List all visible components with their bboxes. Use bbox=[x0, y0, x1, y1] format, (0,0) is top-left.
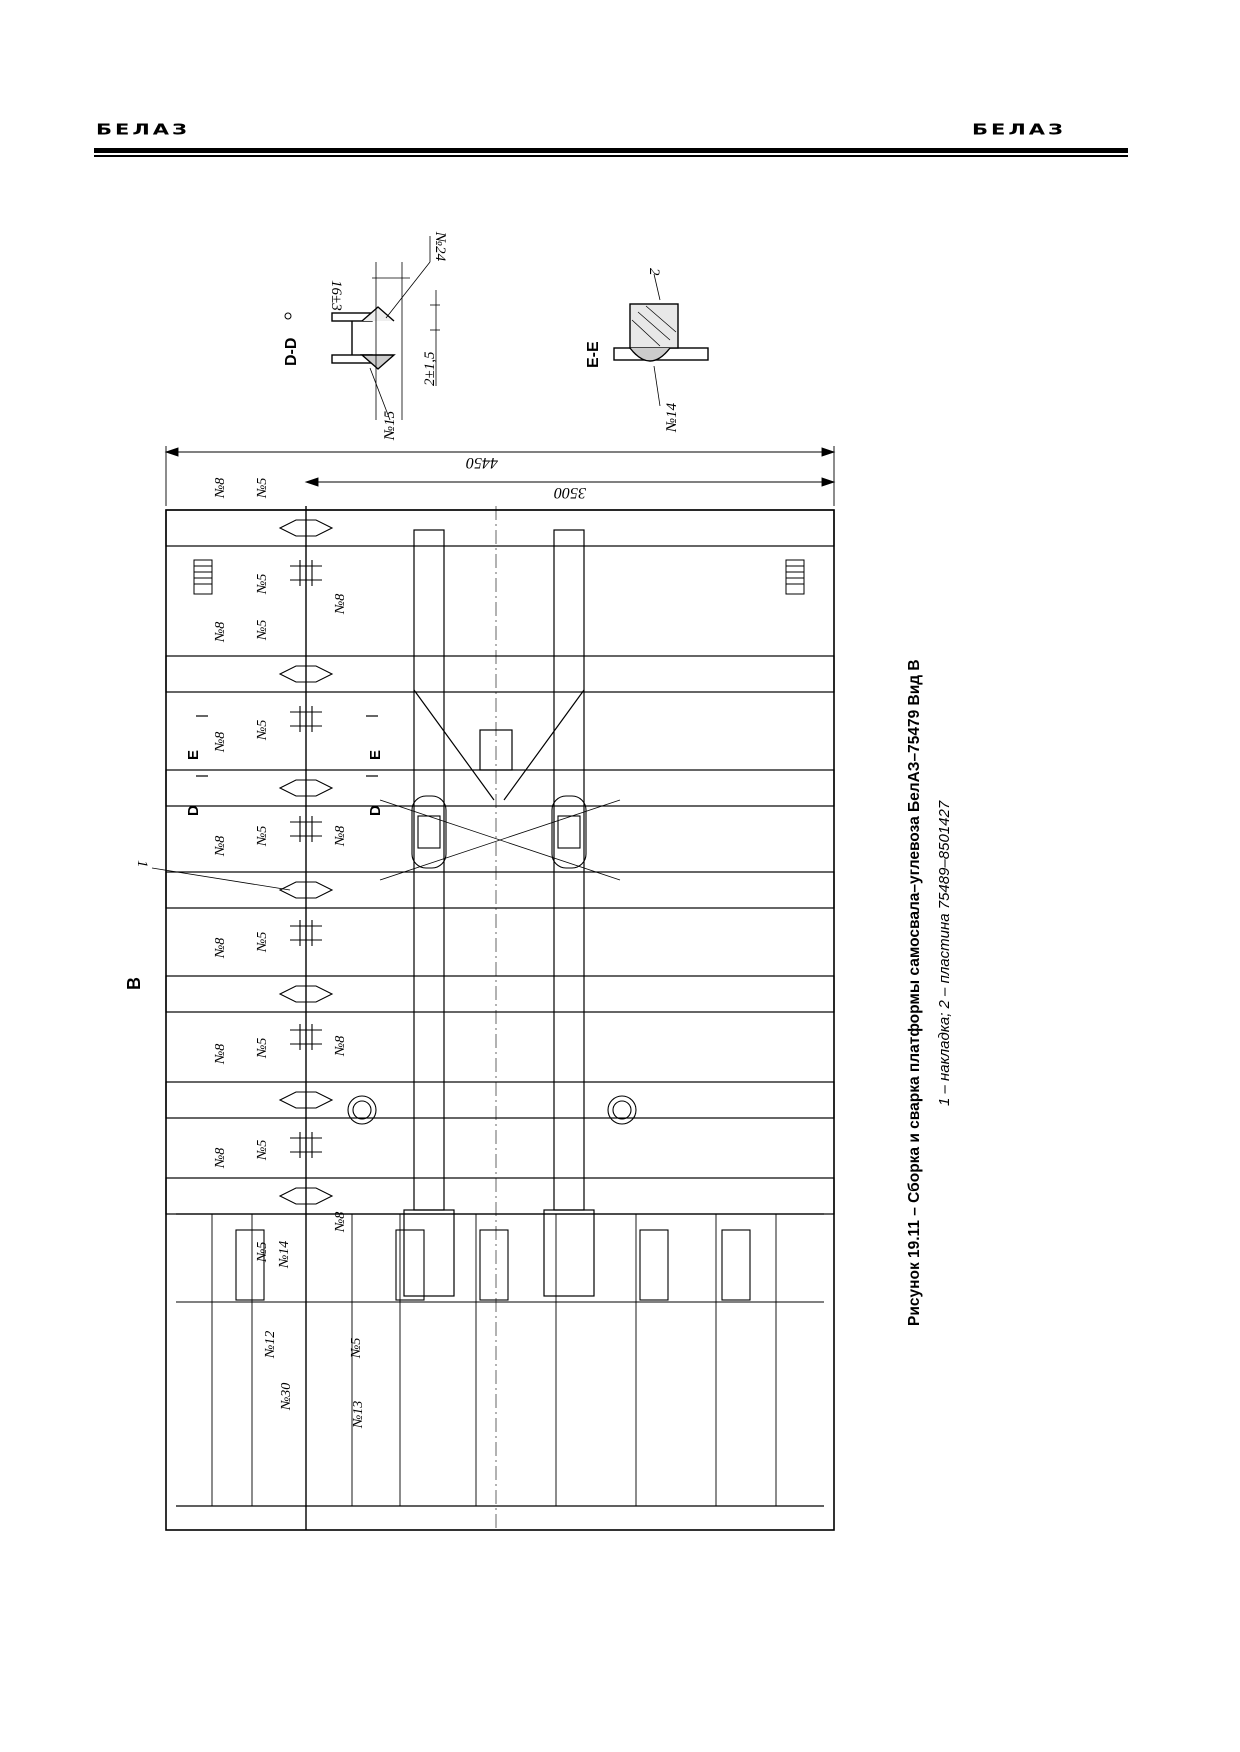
hinge-brackets bbox=[347, 795, 637, 1125]
ee-weld: №14 bbox=[664, 402, 680, 433]
weld-label-n8: №8 bbox=[213, 1044, 228, 1065]
weld-label-n5: №5 bbox=[349, 1338, 364, 1359]
belaz-logo-right: БЕЛАЗ bbox=[972, 121, 1066, 139]
longitudinal-beams bbox=[379, 529, 621, 1297]
weld-label-n14: №14 bbox=[277, 1241, 292, 1269]
belaz-logo-left: БЕЛАЗ bbox=[96, 121, 190, 139]
dd-weld-bottom: №15 bbox=[382, 410, 398, 441]
weld-all-around-icon bbox=[284, 312, 292, 320]
header-rule-thick bbox=[94, 148, 1128, 153]
weld-label-n8: №8 bbox=[333, 1036, 348, 1057]
platform-frame bbox=[165, 506, 835, 1531]
weld-label-n8: №8 bbox=[213, 938, 228, 959]
header-rule-thin bbox=[94, 155, 1128, 157]
weld-label-n5: №5 bbox=[255, 620, 270, 641]
section-dd-title: D-D bbox=[283, 338, 300, 366]
callout-1-leader bbox=[151, 867, 291, 891]
weld-label-n5: №5 bbox=[255, 1038, 270, 1059]
weld-label-n8: №8 bbox=[213, 1148, 228, 1169]
weld-label-n8: №8 bbox=[333, 1212, 348, 1233]
dd-dim-gap: 2±1,5 bbox=[422, 351, 438, 386]
section-mark-d-right: D bbox=[367, 805, 384, 816]
dimensions: 4450 3500 bbox=[164, 446, 836, 506]
weld-label-n8: №8 bbox=[213, 622, 228, 643]
cross-members bbox=[165, 509, 835, 1215]
section-markers: D D E E bbox=[185, 715, 384, 816]
section-mark-e-right: E bbox=[367, 750, 384, 760]
vent-grilles bbox=[193, 559, 805, 595]
rear-blocks bbox=[235, 1229, 751, 1301]
section-ee-title: E-E bbox=[585, 341, 602, 368]
weld-label-n8: №8 bbox=[333, 594, 348, 615]
section-mark-e-left: E bbox=[185, 750, 202, 760]
ee-callout-2: 2 bbox=[646, 268, 662, 276]
dd-weld-top: №24 bbox=[432, 231, 448, 262]
weld-label-n5: №5 bbox=[255, 1140, 270, 1161]
section-ee: E-E 2 №14 bbox=[585, 268, 709, 433]
dim-inner-3500: 3500 bbox=[554, 484, 587, 501]
weld-label-n5: №5 bbox=[255, 478, 270, 499]
weld-label-n5: №5 bbox=[255, 720, 270, 741]
weld-labels: №8 №5 №5 №8 №8 №5 №8 №5 №8 №5 №8 №8 №5 №… bbox=[213, 478, 366, 1429]
weld-label-n5: №5 bbox=[255, 932, 270, 953]
weld-label-n5: №5 bbox=[255, 1242, 270, 1263]
weld-label-n5: №5 bbox=[255, 574, 270, 595]
weld-label-n30: №30 bbox=[279, 1383, 294, 1411]
weld-label-n8: №8 bbox=[333, 826, 348, 847]
weld-label-n8: №8 bbox=[213, 478, 228, 499]
dim-overall-4450: 4450 bbox=[466, 454, 498, 471]
view-label-b: B bbox=[124, 977, 144, 990]
section-mark-d-left: D bbox=[185, 805, 202, 816]
weld-label-n8: №8 bbox=[213, 732, 228, 753]
weld-overlays bbox=[278, 519, 334, 1205]
weld-label-n8: №8 bbox=[213, 836, 228, 857]
dd-dim-size: 16±3 bbox=[328, 280, 344, 311]
weld-label-n13: №13 bbox=[351, 1401, 366, 1429]
callout-1: 1 bbox=[134, 860, 150, 868]
section-dd: D-D 2±1,5 16±3 №24 №15 bbox=[283, 231, 448, 441]
weld-label-n12: №12 bbox=[263, 1331, 278, 1359]
weld-label-n5: №5 bbox=[255, 826, 270, 847]
tailgate-ribs bbox=[211, 1214, 777, 1506]
